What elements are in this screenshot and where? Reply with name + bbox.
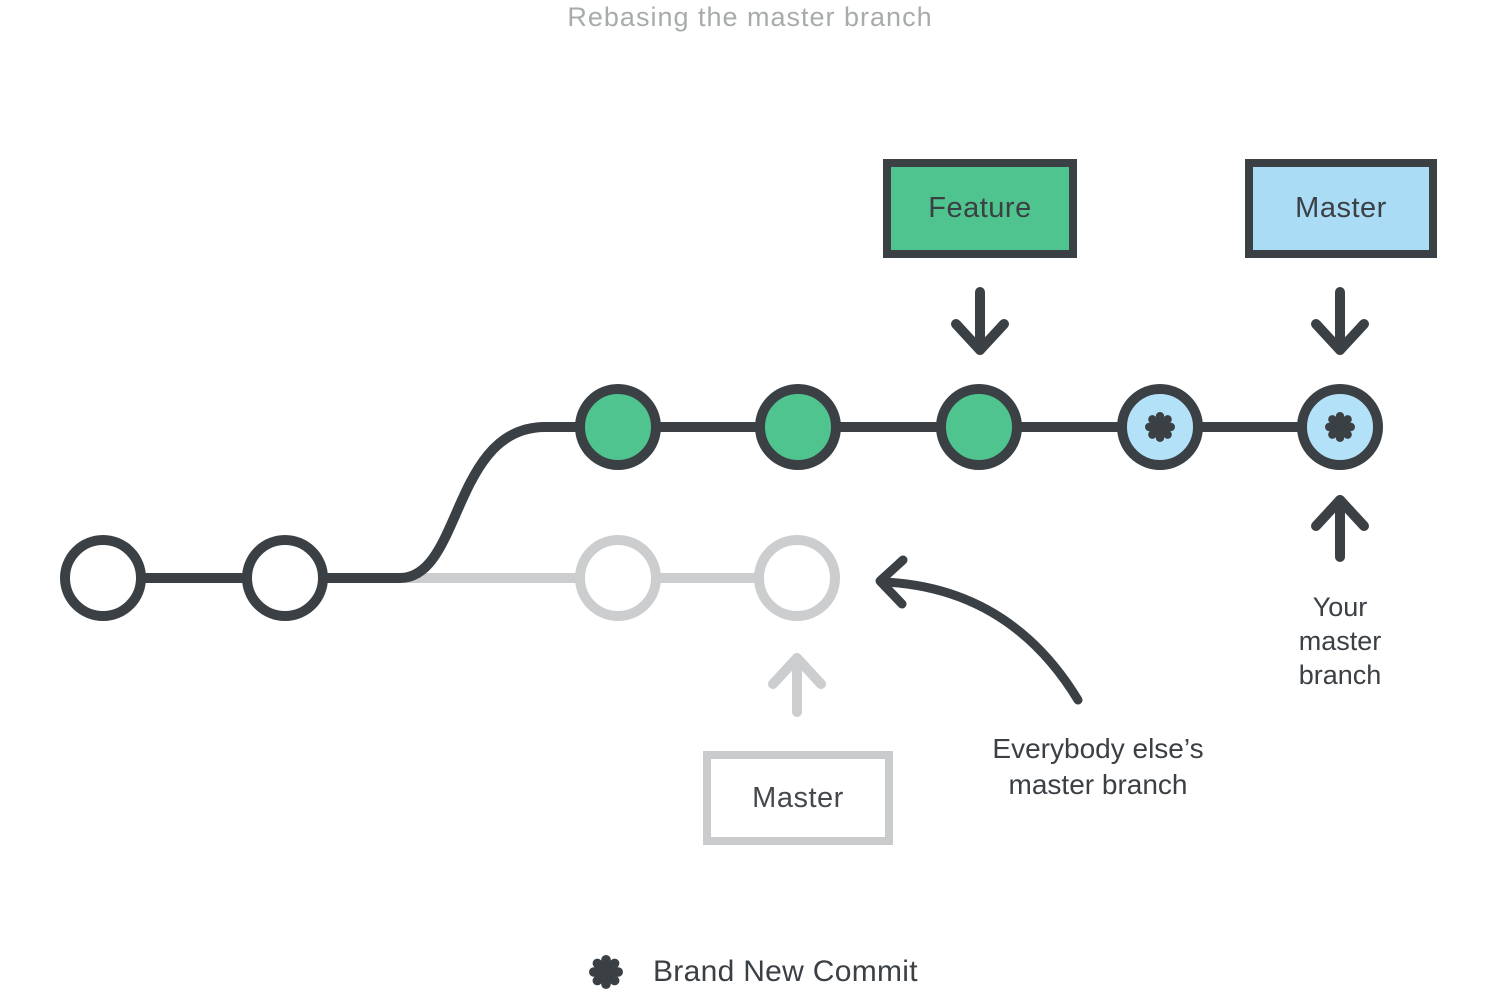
your-master-branch-note-line: branch: [1298, 660, 1382, 690]
feature-branch-tag: Feature: [883, 159, 1077, 258]
feature-branch-tag-label: Feature: [928, 192, 1032, 224]
new-master-branch-tag: Master: [1245, 159, 1437, 258]
your-master-up-arrow-icon: [1311, 495, 1369, 562]
everybody-else-master-note-line: master branch: [1008, 769, 1188, 800]
diagram-title: Rebasing the master branch: [567, 2, 933, 32]
commit-node-shared: [242, 535, 328, 621]
new-master-branch-tag-label: Master: [1295, 192, 1387, 224]
master-tag-down-arrow-icon: [1311, 287, 1369, 355]
legend-label: Brand New Commit: [653, 955, 918, 988]
rebased-branch-line: [98, 422, 1345, 583]
your-master-branch-note-line: master: [1298, 626, 1382, 656]
commit-node-old-master: [754, 535, 840, 621]
old-master-up-arrow-icon: [768, 653, 826, 717]
brand-new-commit-star-glyph: [589, 955, 623, 989]
new-commit-star-icon: [1325, 412, 1355, 442]
feature-tag-down-arrow-icon: [951, 287, 1009, 355]
everybody-else-curved-arrow-icon: [875, 555, 1083, 705]
commit-node-old-master: [575, 535, 661, 621]
everybody-else-master-note-line: Everybody else’s: [992, 733, 1204, 764]
new-commit-star-icon: [1145, 412, 1175, 442]
commit-node-feature: [755, 384, 841, 470]
old-master-branch-tag-label: Master: [752, 781, 844, 814]
your-master-branch-note: Your master branch: [1230, 590, 1450, 692]
everybody-else-master-note: Everybody else’s master branch: [948, 731, 1248, 803]
your-master-branch-note-line: Your: [1312, 592, 1368, 622]
brand-new-commit-star-icon: [589, 955, 623, 989]
commit-node-feature: [936, 384, 1022, 470]
legend-brand-new-commit: Brand New Commit: [586, 952, 918, 992]
commit-node-shared: [60, 535, 146, 621]
old-master-branch-tag: Master: [703, 751, 893, 845]
commit-node-feature: [575, 384, 661, 470]
